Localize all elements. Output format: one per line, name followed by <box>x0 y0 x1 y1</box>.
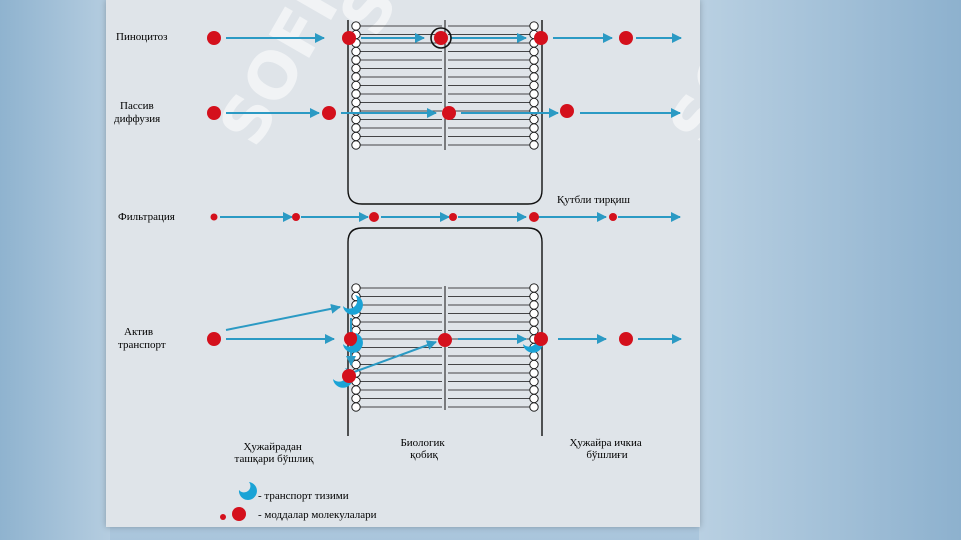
lipid-head <box>351 80 361 91</box>
molecule <box>609 213 617 221</box>
lipid-head <box>529 89 539 99</box>
molecule <box>207 106 221 120</box>
molecule <box>560 104 574 118</box>
watermark-text: SOFF <box>206 0 364 158</box>
lipid-head <box>529 114 539 125</box>
molecule <box>342 31 356 45</box>
lipid-head <box>529 376 539 387</box>
label-polar-pore: Қутбли тирқиш <box>557 194 631 206</box>
watermark: SOFFSOFFSOFFSOFF <box>206 0 700 158</box>
lipid-head <box>529 283 539 293</box>
molecule <box>292 213 300 221</box>
lipid-head <box>351 283 361 293</box>
molecule <box>442 106 456 120</box>
lipid-head <box>529 385 539 395</box>
molecule <box>619 31 633 45</box>
molecule <box>207 332 221 346</box>
legend-molecules-label: - моддалар молекулалари <box>258 509 377 521</box>
legend: - транспорт тизими - моддалар молекулала… <box>220 482 377 521</box>
lipid-head <box>529 21 539 31</box>
lipid-head <box>351 317 361 327</box>
lipid-head <box>351 21 361 31</box>
lipid-head <box>351 359 361 370</box>
membrane-transport-diagram: SOFFSOFFSOFFSOFF Пиноцитоз Пассив диффуз… <box>114 0 700 521</box>
lipid-head <box>529 351 539 361</box>
lipid-head <box>351 131 361 142</box>
lipid-head <box>351 55 361 65</box>
lipid-head <box>529 97 539 108</box>
label-filtration: Фильтрация <box>118 211 175 223</box>
molecule <box>344 332 358 346</box>
membrane-lower-outline <box>347 227 543 436</box>
lipid-head <box>529 131 539 142</box>
lipid-head <box>351 46 361 57</box>
molecule <box>434 31 448 45</box>
background-right-panel <box>699 0 961 540</box>
label-outside-space: Ҳужайрадан ташқари бўшлиқ <box>235 441 315 465</box>
transport-arrow <box>353 340 437 373</box>
molecule <box>619 332 633 346</box>
molecule <box>210 213 218 221</box>
lipid-head <box>351 140 361 150</box>
lipid-head <box>351 114 361 125</box>
lipid-head <box>529 123 539 133</box>
label-biological-membrane: Биологик қобиқ <box>400 437 447 461</box>
lipid-head <box>529 55 539 65</box>
lipid-head <box>351 89 361 99</box>
membrane-upper-outline <box>347 20 543 205</box>
lipid-head <box>529 72 539 82</box>
lipid-head <box>529 291 539 302</box>
molecule <box>534 332 548 346</box>
lipid-head <box>351 393 361 404</box>
transport-carrier <box>343 295 363 315</box>
label-inside-space: Ҳужайра ичкиа бўшлиғи <box>569 437 644 461</box>
lipid-head <box>351 351 361 361</box>
lipid-head <box>529 359 539 370</box>
lipid-head <box>351 72 361 82</box>
molecule <box>369 212 379 222</box>
lipid-head <box>529 63 539 74</box>
lipid-head <box>529 393 539 404</box>
molecule <box>529 212 539 222</box>
biological-membrane <box>347 20 543 436</box>
lipid-head <box>529 308 539 319</box>
lipid-head <box>529 300 539 310</box>
background-left-panel <box>0 0 110 540</box>
label-pinocytosis: Пиноцитоз <box>116 31 168 43</box>
watermark-text: SOFF <box>656 0 700 158</box>
lipid-head <box>529 80 539 91</box>
legend-molecule-icon <box>232 507 246 521</box>
lipid-head <box>351 63 361 74</box>
label-passive-diffusion: Пассив диффузия <box>114 100 160 125</box>
lipid-head <box>351 385 361 395</box>
molecule <box>438 333 452 347</box>
pinocytosis-vesicle <box>430 27 452 49</box>
legend-carrier-icon <box>238 482 257 500</box>
legend-small-molecule-icon <box>220 514 226 520</box>
lipid-head <box>529 46 539 57</box>
molecule <box>207 31 221 45</box>
lipid-head <box>351 97 361 108</box>
transport-arrow <box>225 303 341 331</box>
lipid-head <box>351 402 361 412</box>
lipid-head <box>529 368 539 378</box>
lipid-head <box>351 123 361 133</box>
molecule <box>534 31 548 45</box>
transport-carrier <box>343 333 363 353</box>
slide: SOFFSOFFSOFFSOFF Пиноцитоз Пассив диффуз… <box>106 0 700 527</box>
molecule <box>449 213 457 221</box>
molecules <box>207 27 633 388</box>
transport-arrows <box>220 33 682 373</box>
legend-transport-label: - транспорт тизими <box>258 490 349 502</box>
lipid-head <box>529 402 539 412</box>
lipid-head <box>529 317 539 327</box>
molecule <box>322 106 336 120</box>
molecule <box>342 369 356 383</box>
lipid-head <box>529 140 539 150</box>
label-active-transport: Актив транспорт <box>118 326 166 351</box>
